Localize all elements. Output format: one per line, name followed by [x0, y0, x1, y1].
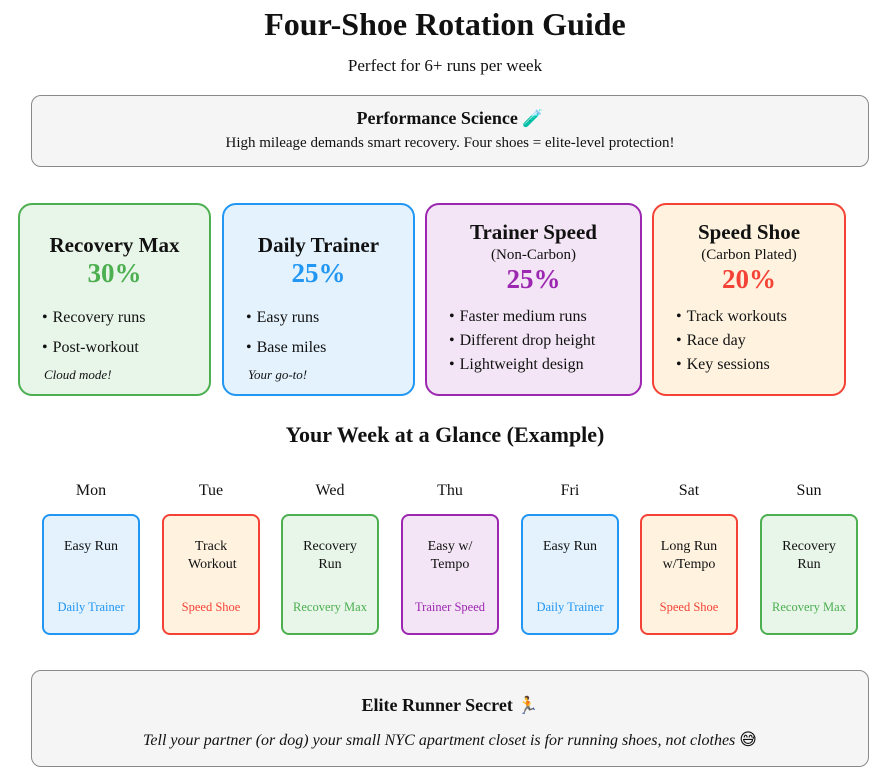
day-label-thu: Thu: [437, 482, 463, 499]
shoe-subtitle: (Non-Carbon): [491, 247, 576, 263]
day-card-sat: Long Run w/Tempo Speed Shoe: [640, 514, 738, 635]
day-card-tue: Track Workout Speed Shoe: [162, 514, 260, 635]
page-subtitle: Perfect for 6+ runs per week: [347, 56, 543, 75]
day-shoe: Speed Shoe: [181, 600, 241, 614]
day-shoe: Recovery Max: [293, 600, 367, 614]
day-label-tue: Tue: [198, 482, 224, 499]
shoe-card-recovery-max: Recovery Max 30% Recovery runs Post-work…: [18, 203, 211, 396]
shoe-bullet: Faster medium runs: [449, 305, 640, 329]
shoe-bullet: Race day: [676, 329, 844, 353]
shoe-card-daily-trainer: Daily Trainer 25% Easy runs Base miles Y…: [222, 203, 415, 396]
elite-runner-secret-text: Tell your partner (or dog) your small NY…: [32, 730, 868, 750]
day-workout: Track Workout: [188, 539, 237, 572]
day-workout: Easy Run: [542, 539, 598, 554]
shoe-percentage: 20%: [722, 264, 776, 294]
test-tube-icon: 🧪: [522, 109, 544, 129]
shoe-bullet: Easy runs: [246, 303, 413, 333]
day-label-fri: Fri: [560, 482, 580, 499]
elite-runner-secret-title: Elite Runner Secret 🏃: [32, 695, 868, 716]
day-workout: Easy w/ Tempo: [427, 539, 473, 572]
shoe-note: Cloud mode!: [44, 367, 112, 382]
performance-science-title: Performance Science 🧪: [32, 108, 868, 129]
elite-runner-secret-title-text: Elite Runner Secret: [361, 695, 513, 715]
shoe-percentage: 25%: [291, 258, 346, 288]
runner-icon: 🏃: [517, 696, 539, 716]
page-title: Four-Shoe Rotation Guide: [264, 6, 626, 42]
day-workout: Recovery Run: [782, 539, 836, 572]
day-label-sun: Sun: [796, 482, 822, 499]
shoe-bullet: Lightweight design: [449, 353, 640, 377]
shoe-bullet: Different drop height: [449, 329, 640, 353]
shoe-bullet: Base miles: [246, 333, 413, 363]
elite-runner-secret-box: Elite Runner Secret 🏃 Tell your partner …: [31, 670, 869, 767]
shoe-subtitle: (Carbon Plated): [701, 247, 797, 263]
shoe-name: Daily Trainer: [257, 233, 380, 257]
day-label-wed: Wed: [315, 482, 345, 499]
shoe-bullet: Key sessions: [676, 353, 844, 377]
shoe-note: Your go-to!: [248, 367, 308, 382]
day-card-sun: Recovery Run Recovery Max: [760, 514, 858, 635]
shoe-card-speed-shoe: Speed Shoe (Carbon Plated) 20% Track wor…: [652, 203, 846, 396]
shoe-card-trainer-speed: Trainer Speed (Non-Carbon) 25% Faster me…: [425, 203, 642, 396]
shoe-bullet-list: Easy runs Base miles: [224, 303, 413, 363]
day-shoe: Daily Trainer: [536, 600, 604, 614]
shoe-bullet: Track workouts: [676, 305, 844, 329]
shoe-percentage: 30%: [87, 258, 142, 288]
day-workout: Easy Run: [63, 539, 119, 554]
performance-science-text: High mileage demands smart recovery. Fou…: [225, 135, 675, 151]
day-card-mon: Easy Run Daily Trainer: [42, 514, 140, 635]
day-card-wed: Recovery Run Recovery Max: [281, 514, 379, 635]
day-shoe: Speed Shoe: [659, 600, 719, 614]
day-workout: Long Run w/Tempo: [660, 539, 718, 572]
shoe-bullet-list: Faster medium runs Different drop height…: [427, 305, 640, 377]
week-title: Your Week at a Glance (Example): [285, 422, 605, 447]
elite-runner-secret-text-body: Tell your partner (or dog) your small NY…: [142, 732, 736, 749]
performance-science-title-text: Performance Science: [356, 108, 518, 128]
performance-science-box: Performance Science 🧪 High mileage deman…: [31, 95, 869, 167]
shoe-bullet-list: Track workouts Race day Key sessions: [654, 305, 844, 377]
shoe-bullet: Post-workout: [42, 333, 209, 363]
day-label-mon: Mon: [75, 482, 107, 499]
day-workout: Recovery Run: [303, 539, 357, 572]
day-card-thu: Easy w/ Tempo Trainer Speed: [401, 514, 499, 635]
day-shoe: Recovery Max: [772, 600, 846, 614]
day-card-fri: Easy Run Daily Trainer: [521, 514, 619, 635]
day-label-sat: Sat: [678, 482, 700, 499]
shoe-name: Speed Shoe: [697, 220, 801, 244]
day-shoe: Daily Trainer: [57, 600, 125, 614]
day-shoe: Trainer Speed: [414, 600, 485, 614]
shoe-name: Recovery Max: [49, 233, 180, 257]
sweat-smile-icon: 😅: [739, 730, 758, 750]
shoe-percentage: 25%: [506, 264, 561, 294]
shoe-name: Trainer Speed: [470, 220, 597, 244]
shoe-bullet-list: Recovery runs Post-workout: [20, 303, 209, 363]
shoe-bullet: Recovery runs: [42, 303, 209, 333]
